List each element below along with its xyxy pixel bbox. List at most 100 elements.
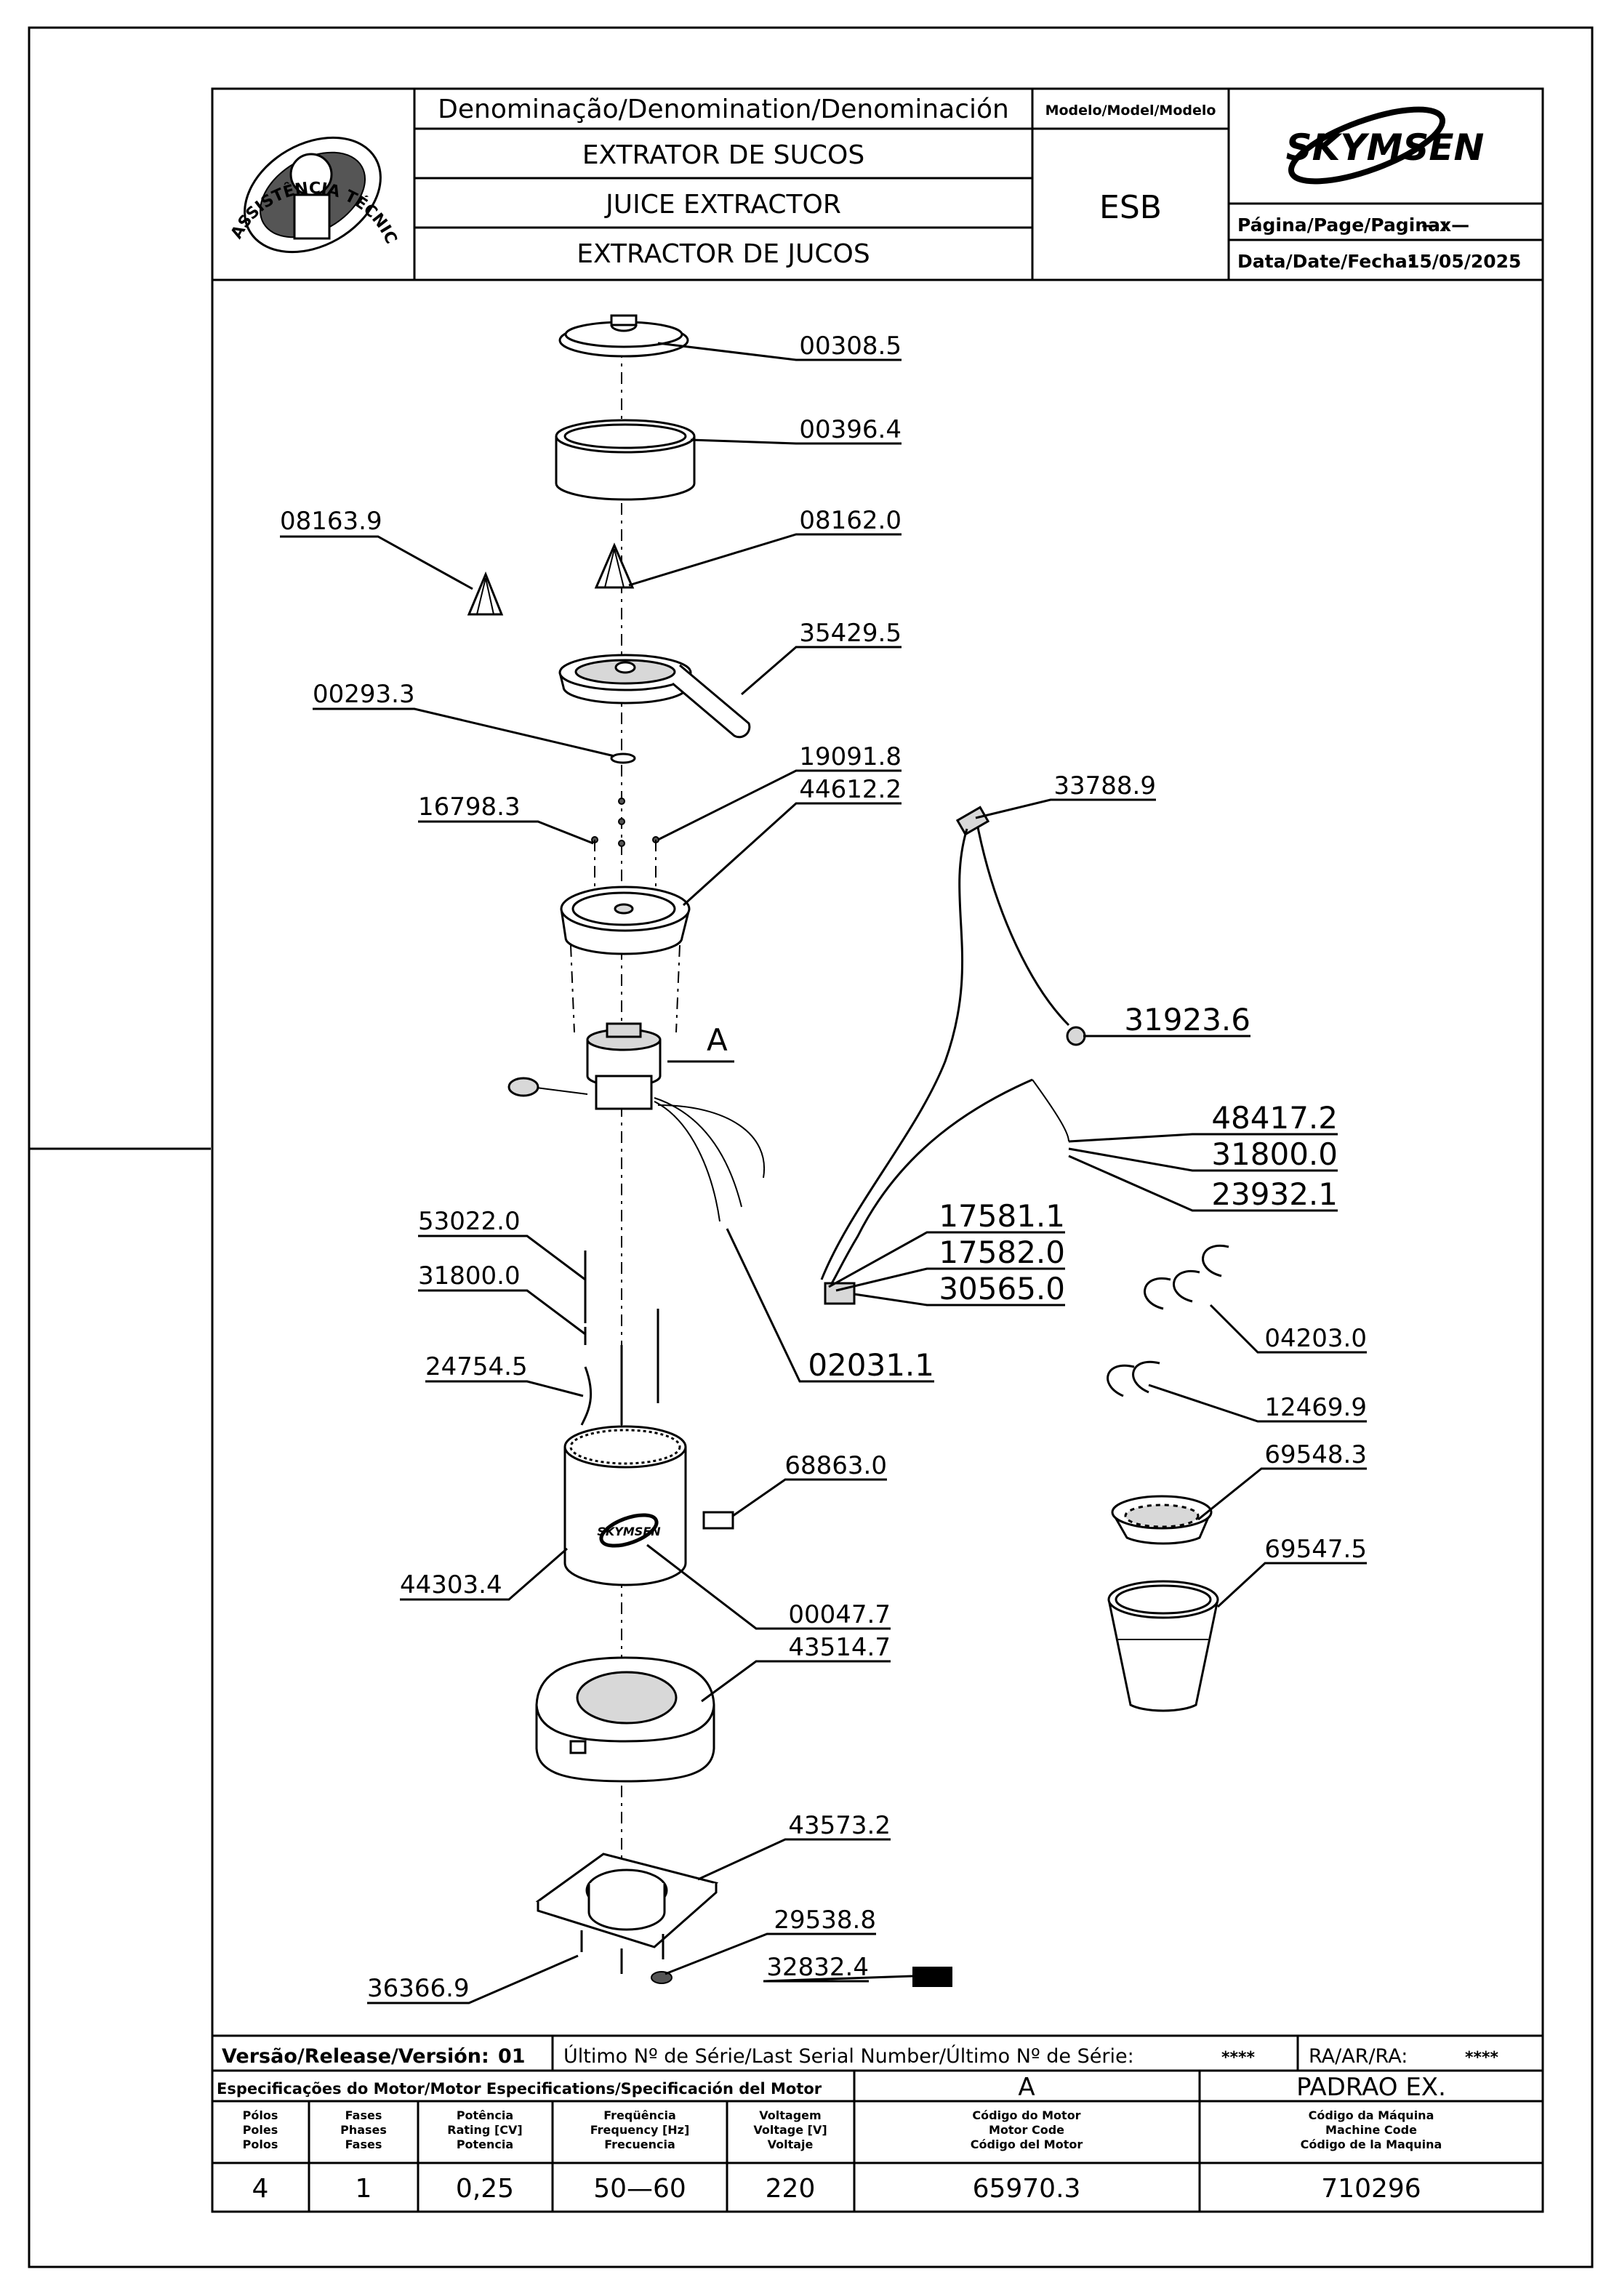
part-number: 04203.0 (1264, 1324, 1367, 1353)
svg-text:Código do Motor: Código do Motor (972, 2108, 1080, 2122)
part-number: 08163.9 (280, 507, 382, 536)
svg-text:Freqüência: Freqüência (603, 2108, 676, 2122)
svg-text:4: 4 (252, 2174, 269, 2204)
svg-text:710296: 710296 (1321, 2174, 1421, 2204)
svg-text:Frequency [Hz]: Frequency [Hz] (590, 2123, 690, 2137)
svg-text:Fases: Fases (345, 2108, 382, 2122)
ra-value: **** (1465, 2049, 1499, 2067)
part-number: 43573.2 (788, 1811, 891, 1840)
ra-label: RA/AR/RA: (1309, 2045, 1408, 2068)
svg-text:Machine Code: Machine Code (1325, 2123, 1417, 2137)
svg-text:0,25: 0,25 (456, 2174, 514, 2204)
spec-col-phases: Fases Phases Fases 1 (340, 2108, 387, 2204)
part-number: 24754.5 (425, 1352, 528, 1381)
part-number: 17581.1 (939, 1198, 1065, 1234)
rods-drawing (580, 1251, 659, 1426)
part-number: 48417.2 (1211, 1100, 1338, 1136)
svg-text:Potencia: Potencia (457, 2138, 513, 2151)
svg-text:Polos: Polos (243, 2138, 278, 2151)
reamer-large-drawing (594, 542, 635, 589)
svg-text:Voltaje: Voltaje (768, 2138, 814, 2151)
part-number: 68863.0 (784, 1451, 887, 1480)
motor-assembly-drawing (507, 1022, 766, 1222)
svg-text:Voltage [V]: Voltage [V] (753, 2123, 827, 2137)
spec-col-frequency: Freqüência Frequency [Hz] Frecuencia 50—… (590, 2108, 690, 2204)
model-value: ESB (1099, 189, 1162, 226)
svg-text:Código del Motor: Código del Motor (971, 2138, 1083, 2151)
drawing-frame (211, 87, 1544, 2213)
part-numbers: 00308.5 00396.4 08163.9 08162.0 35429.5 … (280, 332, 1367, 2003)
name-pt: EXTRATOR DE SUCOS (582, 140, 864, 170)
svg-text:Rating [CV]: Rating [CV] (447, 2123, 522, 2137)
part-number: 08162.0 (799, 506, 902, 535)
part-number: 16798.3 (418, 792, 521, 822)
feet-screws-drawing (580, 1930, 673, 1984)
spec-col-poles: Pólos Poles Polos 4 (243, 2108, 278, 2204)
svg-text:Potência: Potência (457, 2108, 513, 2122)
svg-text:Poles: Poles (243, 2123, 278, 2137)
name-es: EXTRACTOR DE JUCOS (577, 239, 870, 269)
filter-drawing (1111, 1495, 1213, 1545)
lid-drawing (558, 314, 689, 358)
power-cord-drawing (820, 806, 1086, 1292)
part-number: 12469.9 (1264, 1393, 1367, 1422)
part-number: 00396.4 (799, 415, 902, 444)
title-block: ASSISTÊNCIA TÉCNICA AUTORIZADA Denominaç… (0, 0, 1543, 281)
body-logo: SKYMSEN (597, 1525, 661, 1538)
svg-text:1: 1 (356, 2174, 372, 2204)
cup-drawing (555, 419, 696, 501)
base-plate-drawing (535, 1853, 719, 1948)
spec-col-voltage: Voltagem Voltage [V] Voltaje 220 (753, 2108, 827, 2204)
model-label: Modelo/Model/Modelo (1045, 103, 1216, 119)
part-number: 32832.4 (766, 1953, 869, 1982)
detail-label-a: A (707, 1022, 728, 1058)
version-value: 01 (498, 2045, 526, 2068)
svg-text:Pólos: Pólos (243, 2108, 278, 2122)
part-number: 30565.0 (939, 1271, 1065, 1306)
name-en: JUICE EXTRACTOR (604, 190, 841, 220)
part-number: 00047.7 (788, 1600, 891, 1629)
part-number: 69547.5 (1264, 1535, 1367, 1564)
svg-text:Frecuencia: Frecuencia (604, 2138, 675, 2151)
part-number: 00293.3 (313, 680, 415, 709)
label-sticker-drawing (702, 1511, 734, 1530)
mascot-body-icon (293, 193, 331, 240)
small-screws-drawing (591, 798, 659, 923)
spec-col-rating: Potência Rating [CV] Potencia 0,25 (447, 2108, 522, 2204)
part-number: 29538.8 (774, 1906, 876, 1935)
page-border (28, 26, 1594, 2268)
part-number: 17582.0 (939, 1235, 1065, 1270)
part-number: 43514.7 (788, 1633, 891, 1662)
serial-value: **** (1221, 2049, 1256, 2067)
svg-text:Fases: Fases (345, 2138, 382, 2151)
spec-col-motor-code: Código do Motor Motor Code Código del Mo… (971, 2108, 1083, 2204)
svg-text:50—60: 50—60 (593, 2174, 686, 2204)
part-number: 23932.1 (1211, 1176, 1338, 1212)
denomination-label: Denominação/Denomination/Denominación (438, 95, 1009, 124)
part-number: 02031.1 (808, 1347, 934, 1383)
date-label: Data/Date/Fecha: (1237, 251, 1415, 272)
svg-text:220: 220 (766, 2174, 816, 2204)
washer-drawing (610, 752, 636, 764)
part-number: 00308.5 (799, 332, 902, 361)
part-number: 35429.5 (799, 619, 902, 648)
svg-text:Código da Máquina: Código da Máquina (1309, 2108, 1434, 2122)
strainer-basket-drawing (560, 886, 691, 1033)
part-number: 69548.3 (1264, 1440, 1367, 1469)
base-drawing (535, 1656, 715, 1783)
authorized-service-badge: ASSISTÊNCIA TÉCNICA AUTORIZADA (0, 0, 400, 254)
part-number: 36366.9 (367, 1974, 470, 2003)
skymsen-logo: SKYMSEN (1286, 106, 1484, 185)
part-number: 19091.8 (799, 742, 902, 771)
cable-clamp-drawing (912, 1967, 952, 1987)
part-number: 31800.0 (418, 1261, 521, 1291)
part-number: 44612.2 (799, 775, 902, 804)
juice-tray-drawing (558, 654, 751, 739)
motor-spec-label: Especificações do Motor/Motor Especifica… (217, 2080, 822, 2098)
footer-table: Versão/Release/Versión: 01 Último Nº de … (212, 2034, 1543, 2212)
reamer-small-drawing (467, 571, 504, 616)
svg-text:Phases: Phases (340, 2123, 387, 2137)
springs-drawing (1107, 1244, 1229, 1397)
svg-text:Motor Code: Motor Code (989, 2123, 1064, 2137)
version-label: Versão/Release/Versión: (222, 2045, 489, 2068)
